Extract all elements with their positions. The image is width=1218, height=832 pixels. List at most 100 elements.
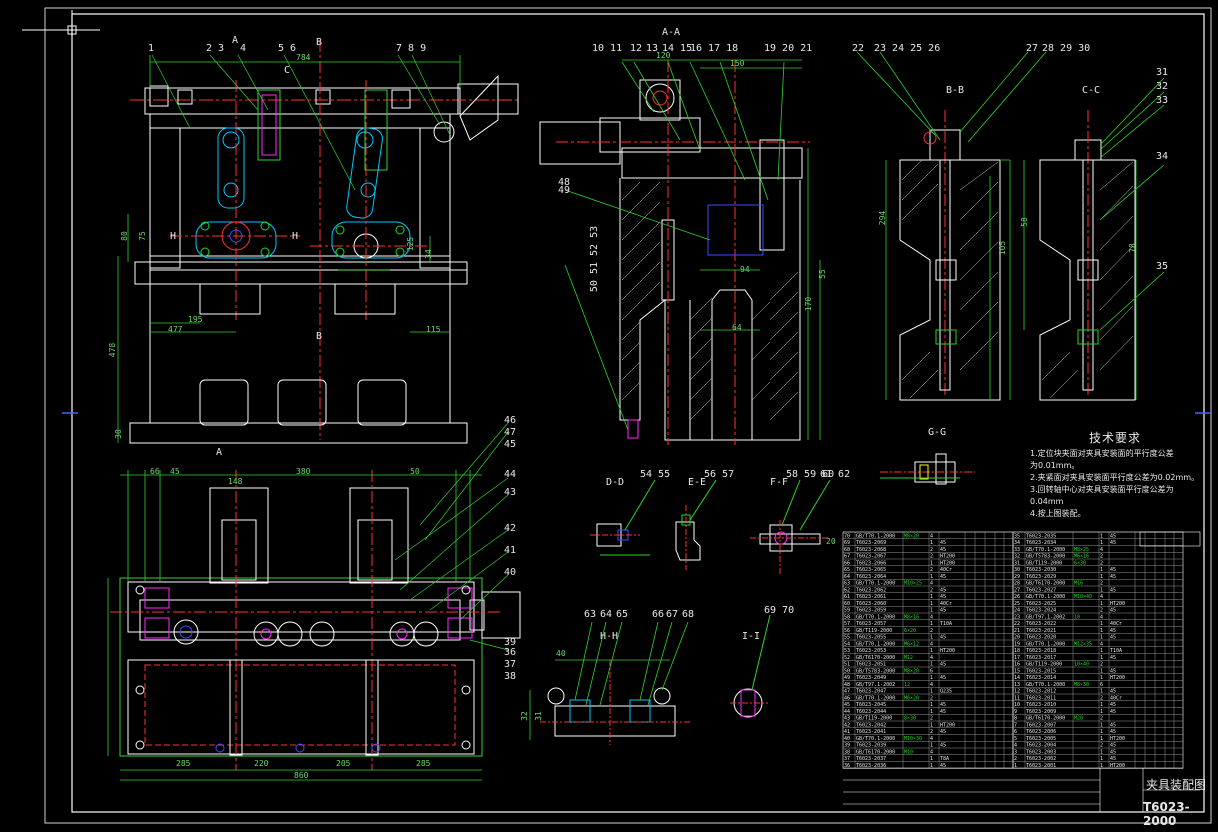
bom-cell: 2 [930, 695, 933, 701]
bom-cell: 8×30 [904, 716, 916, 722]
bom-cell: 1 [930, 702, 933, 708]
section-cc-view [1023, 77, 1165, 401]
balloon-38: 38 [504, 671, 517, 682]
bom-cell: 63 [844, 581, 850, 587]
balloon-47: 47 [504, 427, 517, 438]
bom-cell: T6023-2018 [1026, 648, 1056, 654]
balloon-7-8-9: 7 8 9 [396, 43, 427, 54]
bom-cell: 56 [844, 628, 850, 634]
dim-285-left: 285 [176, 759, 191, 768]
bom-cell: T6023-2045 [856, 702, 886, 708]
view-label-bb: B-B [946, 85, 965, 96]
dim-94: 94 [740, 265, 750, 274]
balloon-58-60: 58 59 60 [786, 469, 835, 480]
balloon-42: 42 [504, 523, 517, 534]
bom-cell: 1 [930, 756, 933, 762]
bom-cell: T6023-2055 [856, 635, 886, 641]
balloon-14-15: 14 15 [662, 43, 693, 54]
bom-cell: 1 [1100, 655, 1103, 661]
bom-cell: 45 [1110, 587, 1116, 593]
dim-477: 477 [168, 325, 183, 334]
bom-cell: 40Cr [1110, 695, 1122, 701]
bom-cell: 45 [940, 540, 946, 546]
section-ee-view [675, 479, 717, 570]
bom-cell: 1 [1100, 648, 1103, 654]
balloon-46: 46 [504, 415, 517, 426]
bom-cell: 47 [844, 689, 850, 695]
bom-cell: T6023-2030 [1026, 567, 1056, 573]
bom-cell: 10 [1014, 702, 1020, 708]
bom-cell: T6023-2053 [856, 648, 886, 654]
bom-cell: GB/T70.1-2000 [856, 695, 895, 701]
bom-cell: 1 [1100, 533, 1103, 539]
bom-cell: 26 [1014, 594, 1020, 600]
bom-cell: GB/T5783-2000 [1026, 554, 1065, 560]
balloon-31: 31 [1156, 67, 1169, 78]
bom-cell: GB/T6170-2000 [1026, 581, 1065, 587]
bom-cell: 45 [1110, 540, 1116, 546]
bom-cell: 45 [1110, 628, 1116, 634]
balloon-67: 67 [666, 609, 679, 620]
bom-cell: 1 [930, 722, 933, 728]
bom-cell: M6×20 [904, 695, 919, 701]
bom-cell: 2 [1100, 554, 1103, 560]
bom-cell: GB/T119-2000 [856, 716, 892, 722]
view-label-a-bottom: A [216, 447, 223, 458]
bom-cell: 1 [1100, 763, 1103, 769]
bom-cell: 1 [930, 635, 933, 641]
bom-cell: 22 [1014, 621, 1020, 627]
bom-cell: 2 [1100, 581, 1103, 587]
bom-cell: 33 [1014, 547, 1020, 553]
bom-cell: 25 [1014, 601, 1020, 607]
bom-cell: T10A [940, 621, 952, 627]
view-label-hh: H-H [600, 631, 619, 642]
balloon-44: 44 [504, 469, 517, 480]
bom-cell: 2 [1100, 695, 1103, 701]
bom-cell: T6023-2051 [856, 662, 886, 668]
bom-cell: GB/T119-2000 [1026, 662, 1062, 668]
balloon-10-11: 10 11 [592, 43, 623, 54]
dim-380: 380 [296, 467, 311, 476]
bom-cell: M8×20 [904, 668, 919, 674]
outer-frame [44, 7, 1212, 824]
bom-cell: 2 [1014, 756, 1017, 762]
view-label-h-right: H [292, 231, 299, 242]
bom-cell: 1 [930, 574, 933, 580]
balloon-50-53: 50 51 52 53 [589, 225, 601, 293]
balloon-48: 48 [558, 177, 571, 188]
bom-cell: 20 [1014, 635, 1020, 641]
balloon-28-30: 28 29 30 [1042, 43, 1091, 54]
bom-cell: T8A [940, 756, 949, 762]
bom-cell: 16 [1014, 662, 1020, 668]
bom-cell: 1 [1100, 668, 1103, 674]
bom-cell: 2 [1100, 608, 1103, 614]
bom-cell: 2 [930, 567, 933, 573]
bom-cell: 45 [1110, 729, 1116, 735]
dim-45: 45 [170, 467, 180, 476]
bom-cell: T6023-2005 [1026, 736, 1056, 742]
bom-cell: 2 [1100, 716, 1103, 722]
bom-cell: T6023-2042 [856, 722, 886, 728]
bom-cell: 1 [930, 709, 933, 715]
bom-cell: 4 [1100, 641, 1103, 647]
bom-cell: 2 [1100, 743, 1103, 749]
bom-cell: GB/T70.1-2000 [856, 641, 895, 647]
bom-cell: M10×40 [1074, 594, 1092, 600]
bom-cell: 45 [1110, 709, 1116, 715]
bom-cell: 45 [940, 675, 946, 681]
dim-40: 40 [556, 649, 566, 658]
dim-170: 170 [804, 296, 814, 312]
bom-cell: 45 [940, 729, 946, 735]
bom-cell: 45 [940, 763, 946, 769]
dim-115: 115 [426, 325, 441, 334]
bom-cell: 2 [930, 628, 933, 634]
balloon-2-3: 2 3 [206, 43, 225, 54]
bom-cell: HT200 [940, 722, 955, 728]
bom-cell: HT200 [1110, 601, 1125, 607]
dim-148: 148 [228, 477, 243, 486]
bom-cell: T6023-2011 [1026, 695, 1056, 701]
bom-cell: GB/T6170-2000 [856, 655, 895, 661]
bom-cell: GB/T119-2000 [1026, 560, 1062, 566]
bom-cell: 13 [1014, 682, 1020, 688]
bom-cell: 18 [1014, 648, 1020, 654]
